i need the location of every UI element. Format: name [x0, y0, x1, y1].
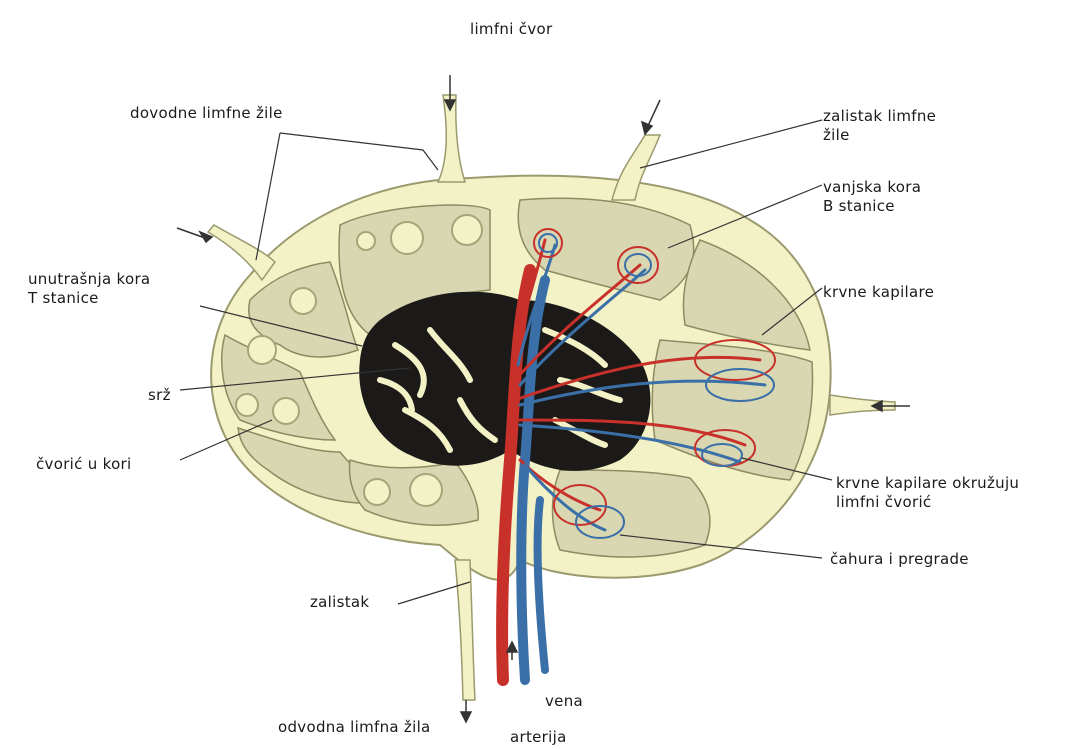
label-line-1: zalistak limfne — [823, 107, 936, 126]
label-medulla: srž — [148, 386, 171, 405]
label-line-1: krvne kapilare okružuju — [836, 474, 1019, 493]
label-line-2: B stanice — [823, 197, 921, 216]
label-line-1: unutrašnja kora — [28, 270, 150, 289]
label-line-1: vanjska kora — [823, 178, 921, 197]
label-blood-capillaries: krvne kapilare — [823, 283, 934, 302]
label-afferent-vessels: dovodne limfne žile — [130, 104, 283, 123]
label-line-2: žile — [823, 126, 936, 145]
diagram-title: limfni čvor — [470, 20, 552, 38]
label-cortical-nodule: čvorić u kori — [36, 455, 132, 474]
label-valve-lymph-vessel: zalistak limfne žile — [823, 107, 936, 145]
label-outer-cortex: vanjska kora B stanice — [823, 178, 921, 216]
label-capillaries-surround-nodule: krvne kapilare okružuju limfni čvorić — [836, 474, 1019, 512]
label-artery: arterija — [510, 728, 567, 747]
label-capsule-septa: čahura i pregrade — [830, 550, 969, 569]
label-valve: zalistak — [310, 593, 369, 612]
label-line-2: limfni čvorić — [836, 493, 1019, 512]
label-inner-cortex: unutrašnja kora T stanice — [28, 270, 150, 308]
label-line-2: T stanice — [28, 289, 150, 308]
label-efferent-vessel: odvodna limfna žila — [278, 718, 431, 737]
label-vein: vena — [545, 692, 583, 711]
